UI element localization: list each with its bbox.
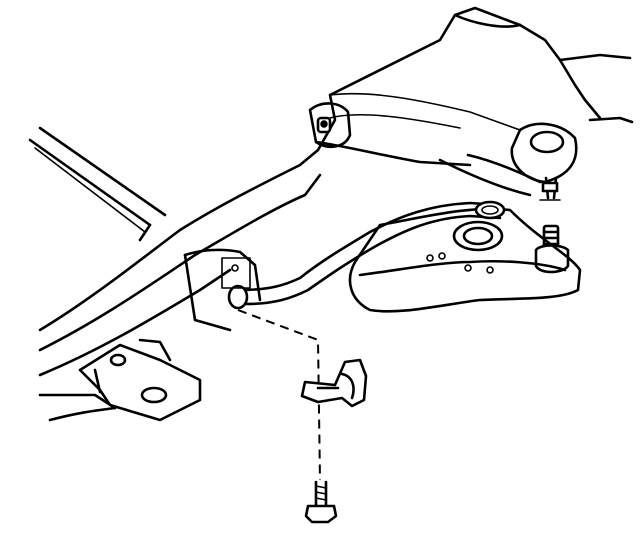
frame-rail-icon (28, 126, 167, 242)
stabilizer-shaft-icon (227, 200, 506, 310)
frame-rail-icon (78, 248, 262, 422)
bolt-icon (304, 480, 338, 524)
clamp-bracket-icon (300, 358, 368, 408)
upper-control-arm-icon (308, 102, 472, 167)
crossmember-icon (38, 6, 634, 422)
ball-joint-icon (534, 176, 570, 274)
